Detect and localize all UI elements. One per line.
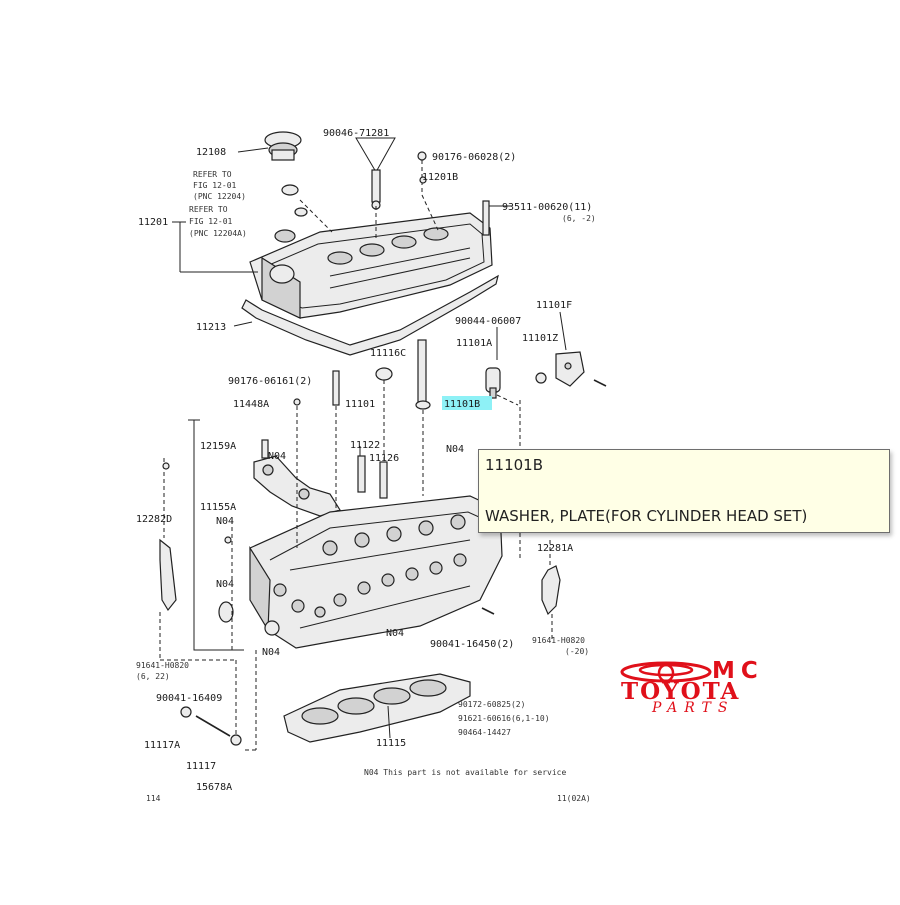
tooltip-part-number: 11101B [485,456,544,474]
highlight-11101b [442,396,492,410]
bottom-group [160,650,471,751]
oil-filler-cap[interactable] [264,131,302,161]
plug-11117a[interactable] [180,706,192,718]
label-12281A[interactable]: 12281A [537,543,573,554]
label-11101B-highlight[interactable]: 11101B [444,399,480,410]
label-n04-c: N04 [216,516,234,527]
label-11116C[interactable]: 11116C [370,348,406,359]
callout-labels: 12108 90046-71281 90176-06028(2) 11201B … [136,128,596,803]
refer-2-line-c: (PNC 12204A) [189,229,247,238]
cylinder-head-group [188,380,503,651]
mid-components [293,311,607,560]
label-n04-e: N04 [386,628,404,639]
label-11122[interactable]: 11122 [350,440,380,451]
label-11201B[interactable]: 11201B [422,172,458,183]
tooltip-part-description: WASHER, PLATE(FOR CYLINDER HEAD SET) [485,507,808,525]
label-90046-71281[interactable]: 90046-71281 [323,128,389,139]
bolt-bracket-lines [355,137,396,174]
sleeve-11116c[interactable] [375,367,393,381]
label-11115[interactable]: 11115 [376,738,406,749]
label-91641-left-sub: (6, 22) [136,672,170,681]
label-11101A[interactable]: 11101A [456,338,492,349]
label-91641-right[interactable]: 91641-H0820 [532,636,585,645]
label-12159A[interactable]: 12159A [200,441,236,452]
label-11213[interactable]: 11213 [196,322,226,333]
side-brackets [159,458,561,660]
bracket-11101f[interactable] [555,351,585,387]
refer-2-line-a: REFER TO [189,205,228,214]
part-11101z[interactable] [535,372,547,384]
label-91641-left[interactable]: 91641-H0820 [136,661,189,670]
nut-90176[interactable] [417,151,427,161]
footer-right: 11(02A) [557,794,591,803]
label-90041-16409[interactable]: 90041-16409 [156,693,222,704]
bolt-12159a[interactable] [261,439,269,459]
bolt-90041-16450[interactable] [481,607,495,615]
label-11117A[interactable]: 11117A [144,740,180,751]
logo-mc-text: MC [712,658,764,684]
label-90172[interactable]: 90172-60825(2) [458,700,525,709]
label-93511-a[interactable]: 93511-00620(11) [502,202,592,213]
valve-guide-11122[interactable] [357,455,366,493]
sensor-11101a[interactable] [485,367,501,399]
label-11101F[interactable]: 11101F [536,300,572,311]
grommet[interactable] [294,207,308,217]
refer-2-line-b[interactable]: FIG 12-01 [189,217,233,226]
label-11117[interactable]: 11117 [186,761,216,772]
bolt-93511[interactable] [482,200,490,236]
plug-11117[interactable] [230,734,242,746]
label-11101Z[interactable]: 11101Z [522,333,558,344]
label-11448A[interactable]: 11448A [233,399,269,410]
plug-left[interactable] [218,601,234,623]
valve-cover[interactable] [249,212,493,319]
label-11126[interactable]: 11126 [369,453,399,464]
footer-left: 114 [146,794,161,803]
footnote-n04: N04 This part is not available for servi… [364,768,566,777]
pcv-plug[interactable] [274,229,296,243]
plug-11448a[interactable] [293,398,301,406]
refer-1-line-b[interactable]: FIG 12-01 [193,181,237,190]
cover-gasket[interactable] [241,274,499,356]
refer-1-line-c: (PNC 12204) [193,192,246,201]
label-n04-d: N04 [216,579,234,590]
label-11201[interactable]: 11201 [138,217,168,228]
label-11155A[interactable]: 11155A [200,502,236,513]
mc-toyota-parts-logo: MC TOYOTA PARTS [618,658,800,717]
label-12282D[interactable]: 12282D [136,514,172,525]
label-n04-f: N04 [262,647,280,658]
label-n04-a: N04 [268,451,286,462]
stud-long[interactable] [417,339,427,403]
refer-1-line-a: REFER TO [193,170,232,179]
bracket-12282d[interactable] [159,538,177,612]
bracket-12281a[interactable] [541,565,561,616]
label-90176-06028[interactable]: 90176-06028(2) [432,152,516,163]
stud-bolt[interactable] [371,169,381,203]
label-12108[interactable]: 12108 [196,147,226,158]
part-tooltip: 11101B WASHER, PLATE(FOR CYLINDER HEAD S… [478,449,890,533]
label-90041-16450[interactable]: 90041-16450(2) [430,639,514,650]
label-90176-06161[interactable]: 90176-06161(2) [228,376,312,387]
plug-bottom[interactable] [264,620,280,636]
label-91641-right-sub: (-20) [565,647,589,656]
valve-guide-11126[interactable] [379,461,388,499]
pin-11101[interactable] [332,370,340,406]
label-n04-b: N04 [446,444,464,455]
logo-parts-text: PARTS [652,700,735,716]
label-91621[interactable]: 91621-60616(6,1-10) [458,714,550,723]
label-90464[interactable]: 90464-14427 [458,728,511,737]
logo-toyota-text: TOYOTA [621,678,741,705]
washer-11101b[interactable] [415,400,431,410]
cap-gasket[interactable] [281,184,299,196]
valve-cover-group [172,131,512,356]
cylinder-head[interactable] [249,495,503,649]
toyota-emblem-icon [620,661,712,683]
label-11101[interactable]: 11101 [345,399,375,410]
label-15678A[interactable]: 15678A [196,782,232,793]
head-gasket[interactable] [283,673,471,743]
label-90044-06007[interactable]: 90044-06007 [455,316,521,327]
label-93511-b: (6, -2) [562,214,596,223]
